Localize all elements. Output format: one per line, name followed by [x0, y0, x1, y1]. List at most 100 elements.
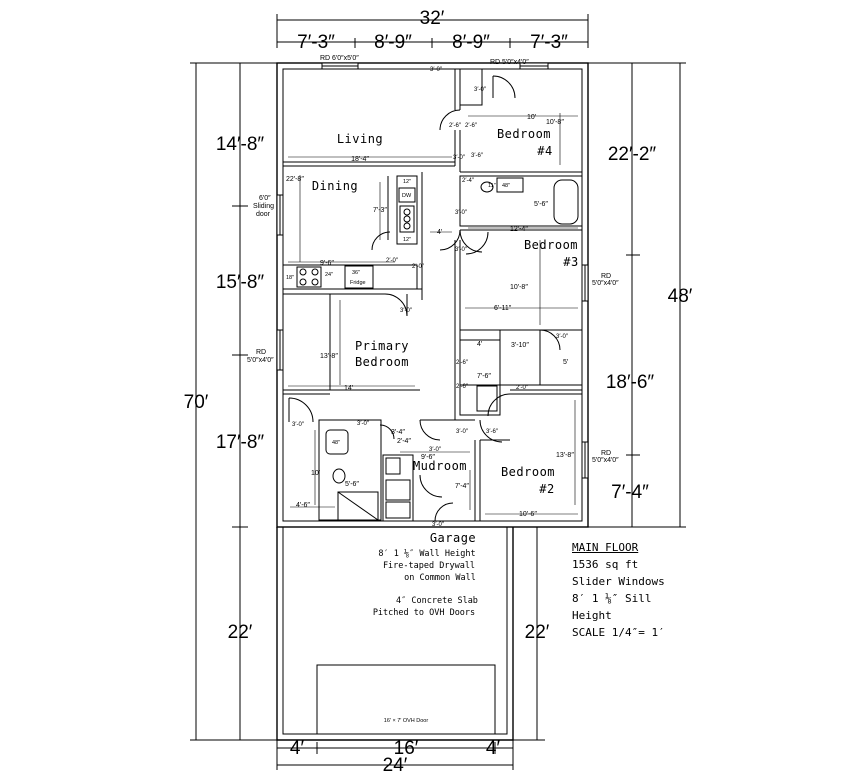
- dim-lin-2-4: 2′-4″: [397, 438, 411, 445]
- top-seg-3: 8′-9″: [452, 32, 490, 53]
- door-tag: 3′-0″: [474, 87, 487, 93]
- fixture-tub48b: 48″: [332, 440, 340, 446]
- tub-primary-bath: [325, 429, 349, 455]
- right-seg-3: 7′-4″: [611, 482, 649, 503]
- left-seg-4: 22′: [228, 622, 253, 643]
- garage-door-label: 16′ × 7′ OVH Door: [384, 718, 429, 724]
- door-tag: 3′-0″: [455, 210, 468, 216]
- dim-closet-5: 5′: [563, 359, 569, 366]
- legend-scale: SCALE 1/4″= 1′: [572, 626, 665, 639]
- top-seg-4: 7′-3″: [530, 32, 568, 53]
- washer: [385, 457, 401, 475]
- room-bedroom3-l1: Bedroom: [524, 238, 578, 252]
- left-seg-3: 17′-8″: [216, 432, 265, 453]
- garage-note-6: Pitched to OVH Doors: [373, 608, 475, 618]
- dim-bed3-12-4: 12′-4″: [510, 226, 528, 233]
- garage-side-right: 22′: [525, 622, 550, 643]
- label-sliding-l3: door: [256, 211, 271, 218]
- door-tag: 3′-0″: [400, 308, 413, 314]
- garage-note-3: on Common Wall: [404, 573, 476, 583]
- dim-bed3-10-8: 10′-8″: [510, 284, 528, 291]
- overall-width-bottom: 24′: [383, 755, 408, 772]
- legend-windows: Slider Windows: [572, 575, 665, 588]
- dim-cl-7-6: 7′-6″: [477, 373, 491, 380]
- room-living: Living: [337, 132, 383, 146]
- fixture-18: 18″: [286, 275, 294, 281]
- fixture-fridge-l2: Fridge: [350, 280, 366, 286]
- kitchen-sink: [399, 205, 415, 233]
- door-tag: 3′-0″: [432, 522, 445, 528]
- dim-hall-4: 4′: [437, 229, 443, 236]
- room-primary-l1: Primary: [355, 339, 409, 353]
- dim-primary-14: 14′: [344, 385, 354, 392]
- label-window-bed4: RD 5′0″x4′0″: [490, 59, 529, 66]
- dryer: [385, 479, 411, 501]
- legend-sill: 8′ 1 ⅛″ Sill: [572, 592, 652, 605]
- dim-cl-3-4: 3′-4″: [391, 429, 405, 436]
- dim-bed2-13-8: 13′-8″: [556, 452, 574, 459]
- room-mudroom: Mudroom: [413, 459, 467, 473]
- dim-bed4-10-8: 10′-8″: [546, 119, 564, 126]
- fixture-dw: DW: [402, 193, 412, 199]
- toilet-upper: [480, 181, 494, 193]
- fixture-12b: 12″: [403, 237, 411, 243]
- dim-bed2-10-6: 10′-6″: [519, 511, 537, 518]
- door-tag: 3′-0″: [455, 247, 468, 253]
- garage-note-2: Fire-taped Drywall: [383, 561, 475, 571]
- door-tag: 2′-0″: [412, 264, 425, 270]
- bathtub-upper: [553, 179, 579, 225]
- door-tag: 3′-0″: [357, 421, 370, 427]
- door-tag: 3′-0″: [429, 447, 442, 453]
- bottom-seg-3: 4′: [486, 738, 501, 759]
- shower-primary-bath: [337, 491, 379, 521]
- overall-width-top: 32′: [420, 8, 445, 29]
- label-window-bed2-l2: 5′0″x4′0″: [592, 457, 619, 464]
- left-seg-2: 15′-8″: [216, 272, 265, 293]
- dim-dining-left: 22′-8″: [286, 176, 304, 183]
- room-bedroom2-l1: Bedroom: [501, 465, 555, 479]
- bottom-seg-2: 16′: [394, 738, 419, 759]
- room-bedroom3-l2: #3: [563, 255, 578, 269]
- range: [296, 266, 322, 288]
- garage-outer-wall: [276, 527, 514, 741]
- room-bedroom4-l2: #4: [537, 144, 552, 158]
- label-window-bed2-l1: RD: [601, 450, 611, 457]
- door-tag: 3′-6″: [471, 153, 484, 159]
- top-seg-2: 8′-9″: [374, 32, 412, 53]
- room-garage: Garage: [430, 531, 476, 545]
- door-tag: 2′-0″: [386, 258, 399, 264]
- garage-note-1: 8′ 1 ⅛″ Wall Height: [378, 549, 475, 559]
- label-window-bed3-l2: 5′0″x4′0″: [592, 280, 619, 287]
- garage-overhead-door: [316, 664, 496, 735]
- label-sliding-l1: 6′0″: [259, 195, 271, 202]
- door-tag: 3′-6″: [486, 429, 499, 435]
- room-primary-l2: Bedroom: [355, 355, 409, 369]
- dim-bath-5-6: 5′-6″: [345, 481, 359, 488]
- dim-bed3-6-11: 6′-11″: [494, 305, 512, 312]
- label-window-bed3-l1: RD: [601, 273, 611, 280]
- dim-cl-4: 4′: [477, 341, 483, 348]
- dishwasher: [398, 187, 416, 203]
- left-total: 70′: [184, 392, 209, 413]
- dim-bath2-5-6: 5′-6″: [534, 201, 548, 208]
- kitchen-counter-right: [396, 175, 418, 245]
- door-tag: 2′-6″: [456, 384, 469, 390]
- dim-mud-9-6: 9′-6″: [421, 454, 435, 461]
- dim-closet-3-10: 3′-10″: [511, 342, 529, 349]
- door-tag: 2′-6″: [456, 360, 469, 366]
- label-sliding-l2: Sliding: [253, 203, 274, 210]
- dim-bath-10: 10′: [311, 470, 321, 477]
- room-bedroom2-l2: #2: [539, 482, 554, 496]
- label-window-living: RD 6′0″x5′0″: [320, 55, 359, 62]
- dim-mud-7-4: 7′-4″: [455, 483, 469, 490]
- dim-kitchen-depth: 7′-3″: [373, 207, 387, 214]
- top-seg-1: 7′-3″: [297, 32, 335, 53]
- label-window-primary-l2: 5′0″x4′0″: [247, 357, 274, 364]
- room-bedroom4-l1: Bedroom: [497, 127, 551, 141]
- label-window-primary-l1: RD: [256, 349, 266, 356]
- legend-title: MAIN FLOOR: [572, 541, 639, 554]
- right-seg-2: 18′-6″: [606, 372, 655, 393]
- door-tag: 2′-6″: [465, 123, 478, 129]
- dim-bed4-10: 10′: [527, 114, 537, 121]
